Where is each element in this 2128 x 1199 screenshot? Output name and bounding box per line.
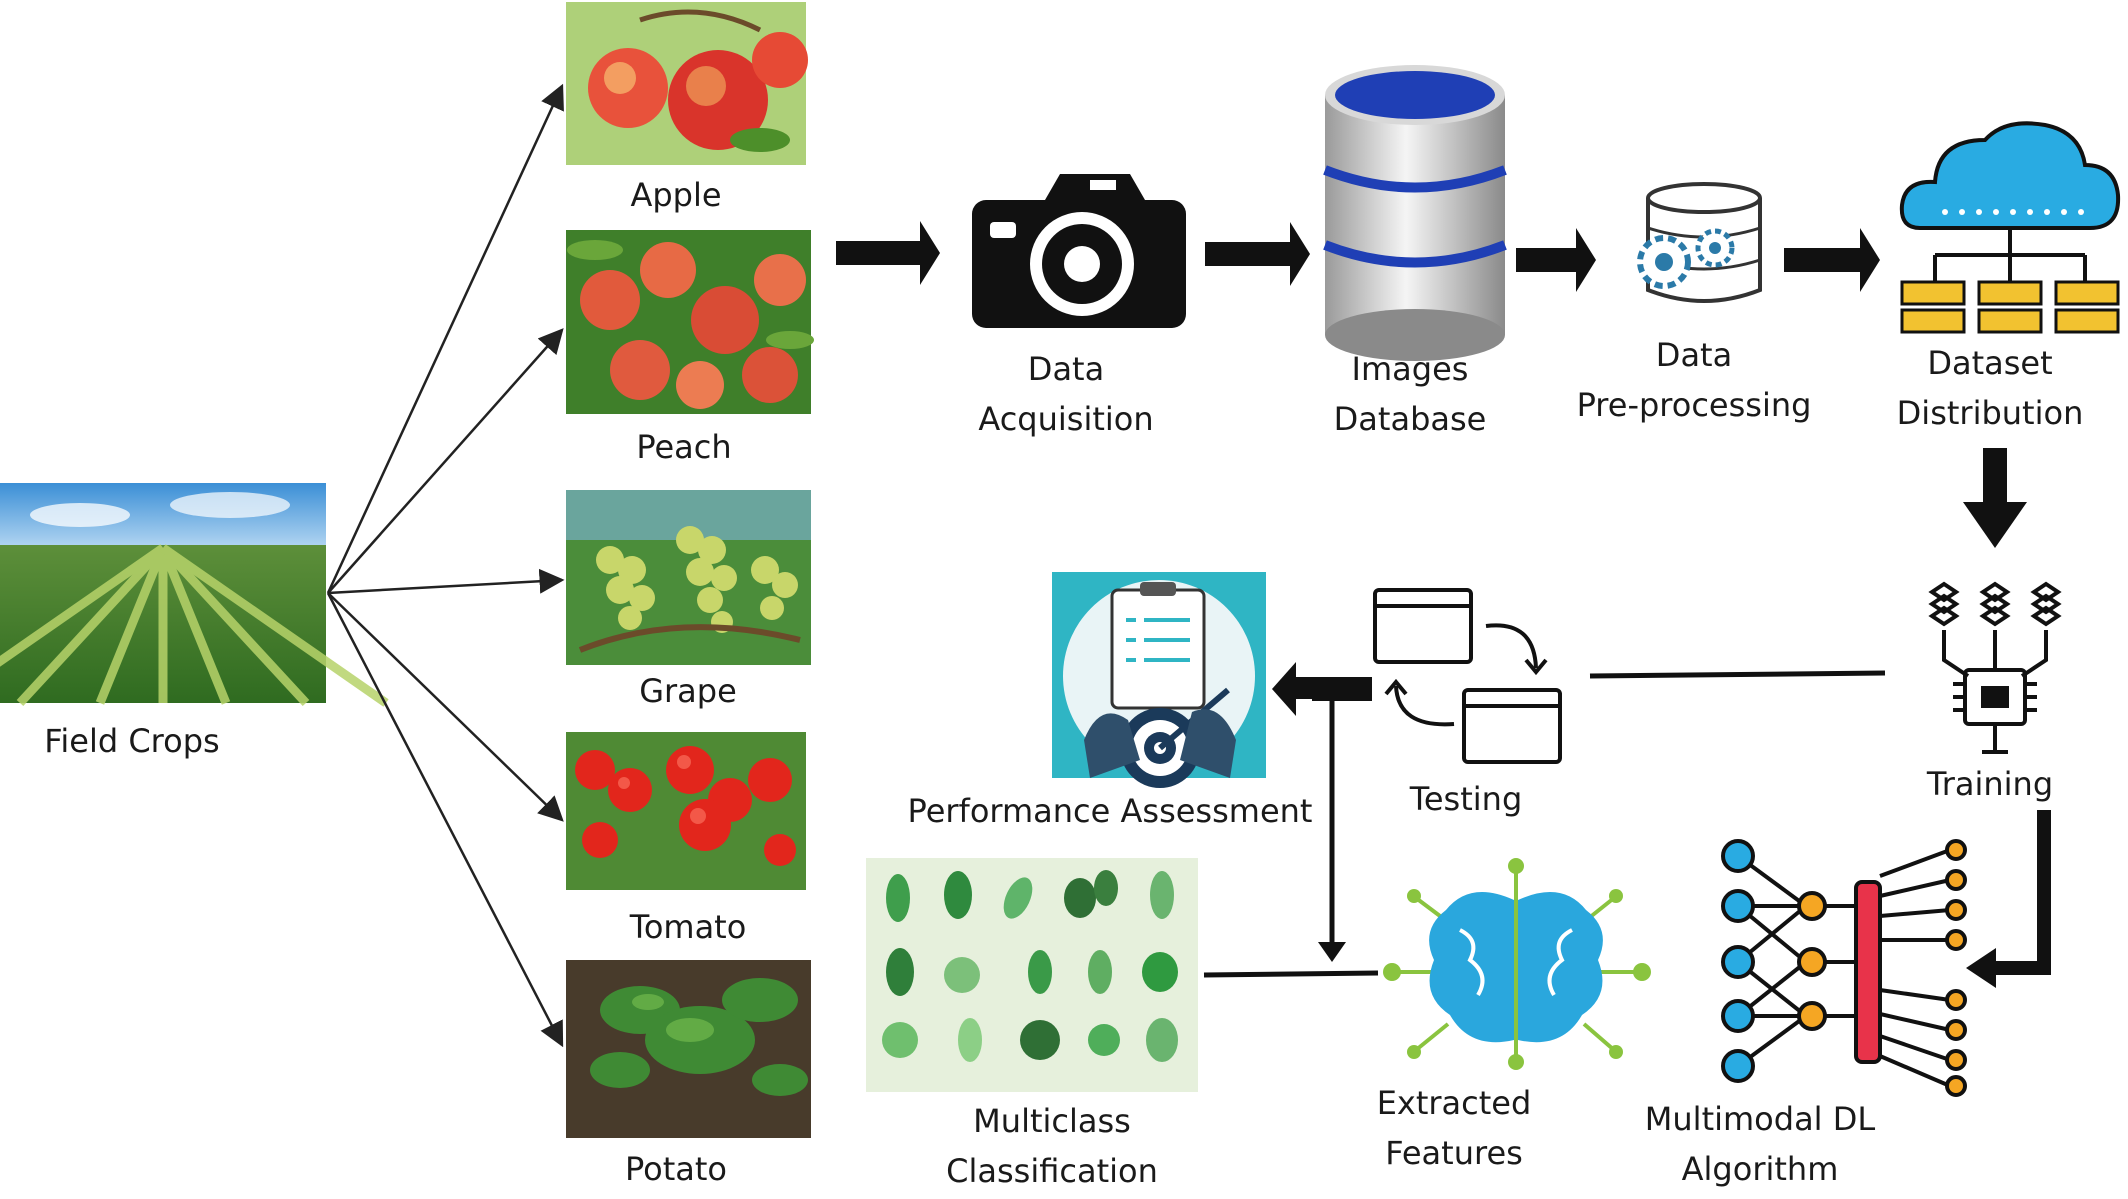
- neural-network-icon: [1721, 839, 1967, 1097]
- cloud-network-icon: [1899, 121, 2121, 334]
- tomato-image: [566, 732, 806, 890]
- camera-icon: [972, 174, 1186, 328]
- training-to-testing-line: [1589, 670, 1886, 679]
- peach-image: [566, 230, 814, 414]
- crop-branch-arrows: [326, 83, 565, 1048]
- apple-label: Apple: [630, 176, 721, 214]
- potato-label: Potato: [625, 1150, 727, 1188]
- brain-icon: [1383, 858, 1651, 1070]
- images-database-label-line1: Images: [1352, 350, 1469, 388]
- arrow-to-network: [1966, 810, 2051, 988]
- multimodal-dl-label-line1: Multimodal DL: [1645, 1100, 1876, 1138]
- images-database-label-line2: Database: [1334, 400, 1487, 438]
- database-icon: [1323, 65, 1507, 361]
- data-preprocessing-label-line1: Data: [1656, 336, 1732, 374]
- classification-to-features-line: [1203, 970, 1379, 978]
- dataset-distribution-label-line2: Distribution: [1897, 394, 2084, 432]
- training-label: Training: [1926, 765, 2053, 803]
- potato-image: [566, 960, 811, 1138]
- window-cycle-icon: [1373, 588, 1562, 764]
- data-acquisition-label-line1: Data: [1028, 350, 1104, 388]
- arrow-to-database: [1205, 222, 1310, 286]
- chip-icon: [1928, 581, 2062, 754]
- extracted-features-label-line2: Features: [1385, 1134, 1523, 1172]
- peach-label: Peach: [636, 428, 731, 466]
- leaf-grid-image: [866, 858, 1198, 1092]
- grape-image: [566, 490, 811, 665]
- multiclass-classification-label-line2: Classification: [946, 1152, 1158, 1190]
- multimodal-dl-label-line2: Algorithm: [1682, 1150, 1839, 1188]
- arrow-to-training: [1963, 448, 2027, 548]
- testing-label: Testing: [1409, 780, 1523, 818]
- field-crops-label: Field Crops: [44, 722, 219, 760]
- performance-assessment-label: Performance Assessment: [908, 792, 1313, 830]
- vertical-connector-head: [1318, 942, 1346, 962]
- arrow-to-preprocessing: [1516, 228, 1596, 292]
- arrow-to-distribution: [1784, 228, 1880, 292]
- grape-label: Grape: [639, 672, 737, 710]
- extracted-features-label-line1: Extracted: [1377, 1084, 1532, 1122]
- tomato-label: Tomato: [629, 908, 747, 946]
- dataset-distribution-label-line1: Dataset: [1927, 344, 2052, 382]
- clipboard-target-icon: [1052, 572, 1266, 788]
- arrow-to-acquisition: [836, 221, 940, 285]
- gear-database-icon: [1637, 182, 1762, 303]
- multiclass-classification-label-line1: Multiclass: [973, 1102, 1131, 1140]
- data-preprocessing-label-line2: Pre-processing: [1577, 386, 1812, 424]
- field-crops-image: [0, 483, 389, 707]
- arrow-to-performance: [1272, 662, 1372, 716]
- apple-image: [566, 2, 808, 165]
- data-acquisition-label-line2: Acquisition: [978, 400, 1153, 438]
